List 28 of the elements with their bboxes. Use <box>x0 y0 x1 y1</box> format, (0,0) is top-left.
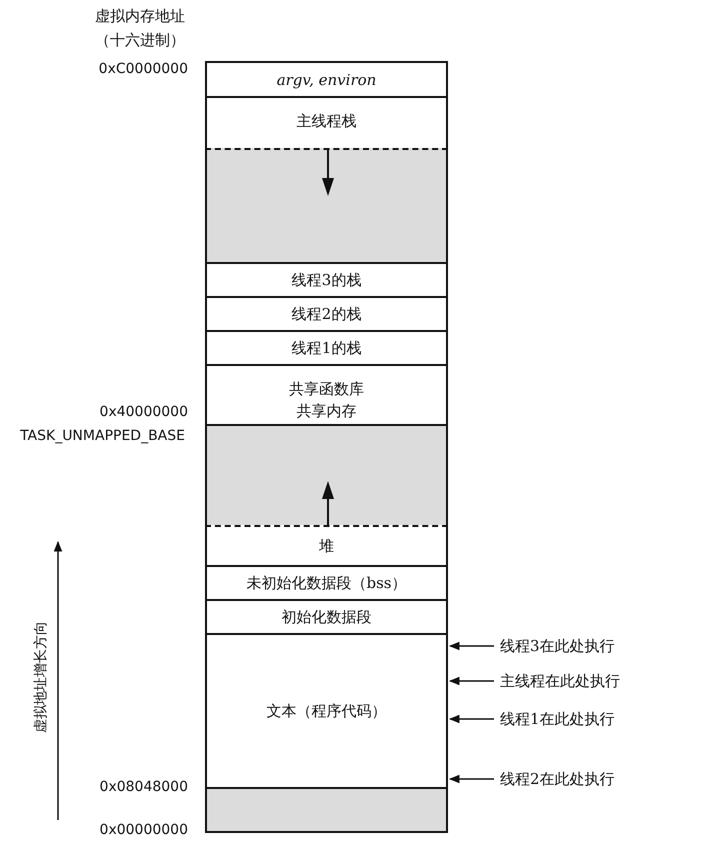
memory-segment: 线程2的栈 <box>205 296 448 330</box>
memory-segment: 共享函数库 共享内存 <box>205 364 448 424</box>
thread-label: 线程1在此处执行 <box>500 707 615 731</box>
memory-segment: 未初始化数据段（bss） <box>205 565 448 599</box>
memory-segment: 文本（程序代码） <box>205 633 448 787</box>
address-label: 0x00000000 <box>100 822 188 838</box>
arrow <box>448 774 494 784</box>
arrow <box>448 714 494 724</box>
thread-label: 主线程在此处执行 <box>500 669 620 693</box>
direction-label: 虚拟地址增长方向 <box>32 620 50 735</box>
memory-segment: argv, environ <box>205 61 448 96</box>
memory-segment: 主线程栈 <box>205 96 448 148</box>
free-memory-segment <box>205 424 448 525</box>
address-label: TASK_UNMAPPED_BASE <box>20 428 185 444</box>
address-label: 0x40000000 <box>100 404 188 420</box>
memory-segment: 线程1的栈 <box>205 330 448 364</box>
thread-label: 线程2在此处执行 <box>500 767 615 791</box>
axis-title: 虚拟内存地址（十六进制） <box>94 6 186 51</box>
free-memory-segment <box>205 787 448 833</box>
arrow <box>448 676 494 686</box>
address-label: 0xC0000000 <box>98 61 188 77</box>
address-label: 0x08048000 <box>100 779 188 795</box>
thread-label: 线程3在此处执行 <box>500 634 615 658</box>
free-memory-segment <box>205 148 448 262</box>
arrow <box>448 642 494 650</box>
memory-segment: 堆 <box>205 525 448 565</box>
memory-segment: 初始化数据段 <box>205 599 448 633</box>
memory-segment: 线程3的栈 <box>205 262 448 296</box>
